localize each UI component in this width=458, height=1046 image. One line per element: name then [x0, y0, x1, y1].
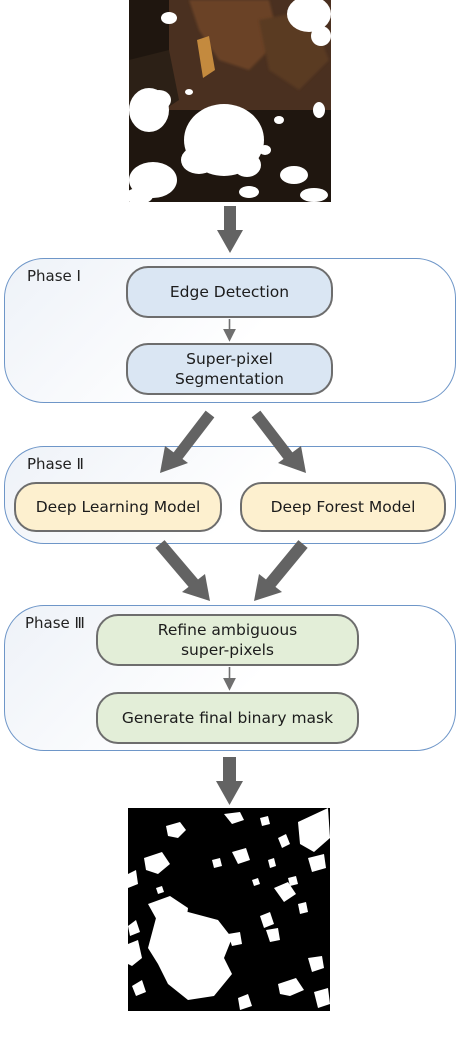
- edge-detection-step: Edge Detection: [126, 266, 333, 318]
- deep-learning-label: Deep Learning Model: [35, 498, 201, 516]
- refine-superpixels-step: Refine ambiguous super-pixels: [96, 614, 359, 666]
- arrow-phase3-to-output: [216, 757, 243, 805]
- phase-3-label: Phase Ⅲ: [25, 614, 85, 632]
- arrow-deep-forest-to-refine: [254, 540, 308, 601]
- output-binary-mask-image: [128, 808, 330, 1011]
- phase-2-label: Phase Ⅱ: [27, 455, 84, 473]
- refine-label-line2: super-pixels: [180, 641, 274, 659]
- arrow-superpixel-to-deep-forest: [251, 410, 306, 473]
- arrow-input-to-phase1: [217, 206, 243, 253]
- deep-forest-model-step: Deep Forest Model: [240, 482, 446, 532]
- refine-label-line1: Refine ambiguous: [157, 621, 298, 639]
- input-satellite-image: [129, 0, 331, 202]
- deep-learning-model-step: Deep Learning Model: [14, 482, 222, 532]
- arrow-superpixel-to-deep-learning: [160, 410, 215, 473]
- deep-forest-label: Deep Forest Model: [270, 498, 416, 516]
- phase-1-label: Phase Ⅰ: [27, 267, 81, 285]
- superpixel-label-line1: Super-pixel: [186, 350, 273, 368]
- generate-mask-step: Generate final binary mask: [96, 692, 359, 744]
- edge-detection-label: Edge Detection: [169, 283, 290, 301]
- arrow-deep-learning-to-refine: [155, 540, 210, 601]
- generate-mask-label: Generate final binary mask: [121, 709, 334, 727]
- superpixel-segmentation-step: Super-pixel Segmentation: [126, 343, 333, 395]
- superpixel-label-line2: Segmentation: [175, 370, 284, 388]
